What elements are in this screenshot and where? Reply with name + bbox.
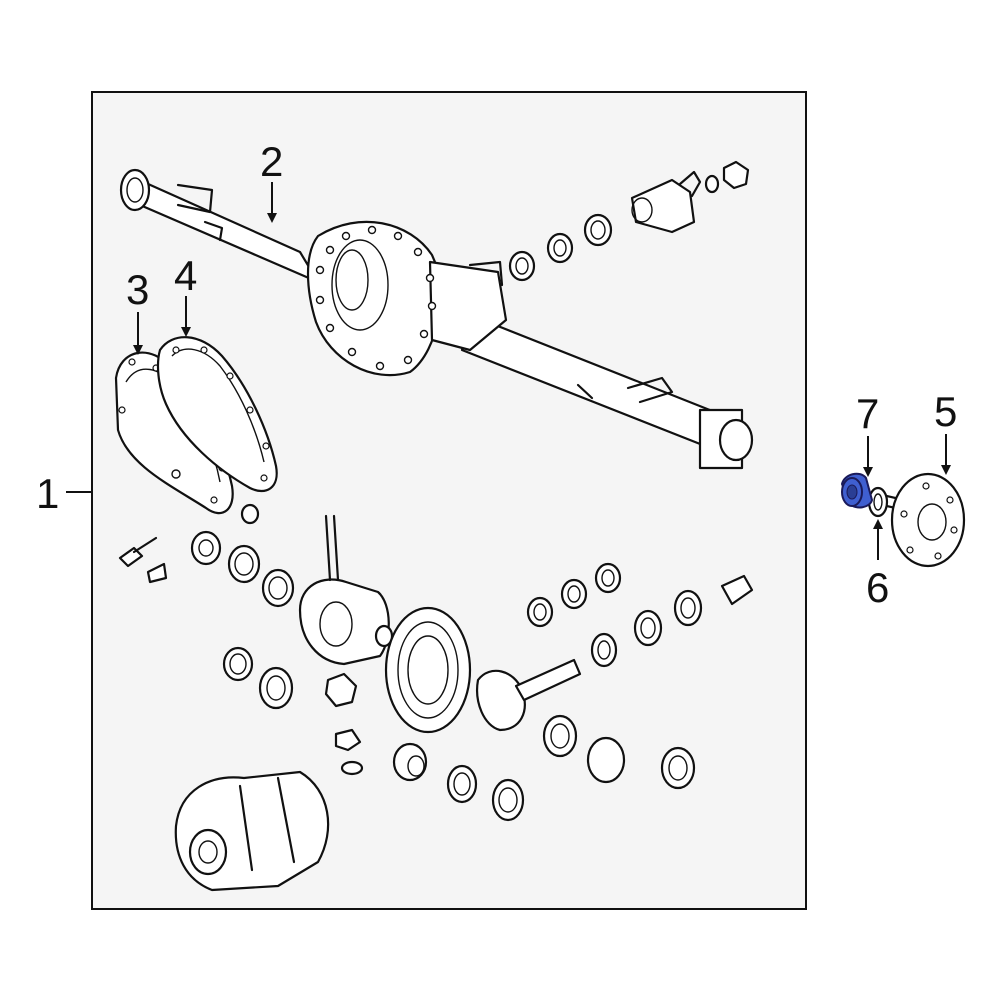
callout-3: 3 (126, 266, 149, 313)
pinion-bearing-set (508, 160, 750, 282)
cover-bolts (118, 503, 260, 584)
callout-4: 4 (174, 252, 197, 299)
callout-2: 2 (260, 138, 283, 185)
thrust-washer (867, 486, 889, 518)
callout-7: 7 (856, 390, 879, 437)
differential-cover (114, 351, 234, 515)
axle-bearing (840, 472, 874, 509)
axle-shaft-hub (876, 472, 966, 568)
callout-1: 1 (36, 470, 59, 517)
cover-gasket (156, 336, 278, 493)
axle-housing (119, 168, 754, 470)
differential-internals (174, 514, 754, 892)
callout-5: 5 (934, 388, 957, 435)
callout-6: 6 (866, 564, 889, 611)
